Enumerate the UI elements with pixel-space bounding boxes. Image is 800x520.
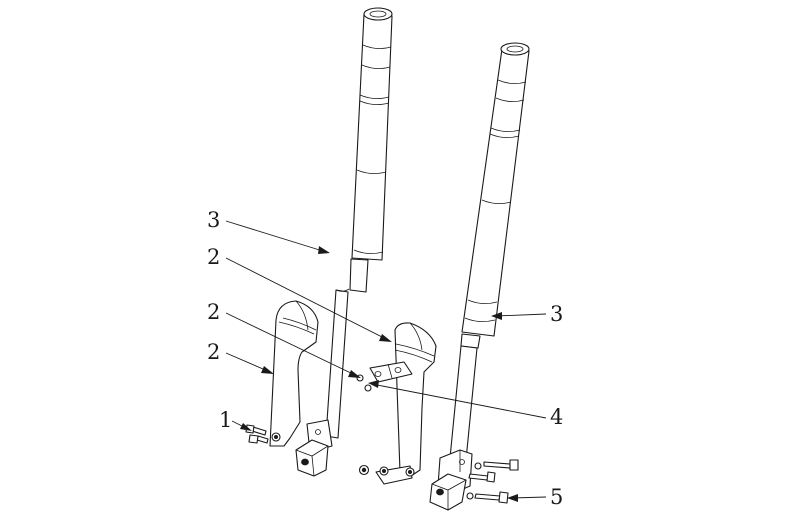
left-dropout [295,419,333,477]
right-bolt-middle [468,471,496,483]
right-small-nut [358,464,370,476]
callout-2-middle: 2 [207,300,220,324]
right-dropout [429,449,473,511]
left-lower-tube [325,258,369,439]
callout-leaders [225,220,547,502]
right-upper-tube [461,42,530,337]
right-bolt-lower [466,491,509,504]
callout-labels: 3 2 2 2 1 3 4 5 [207,208,563,509]
callout-2-top: 2 [207,245,220,269]
left-fork-leg [245,7,393,477]
callout-4: 4 [550,405,563,429]
right-fork-leg [356,42,530,511]
callout-1: 1 [219,408,232,432]
right-lower-tube [449,333,481,461]
callout-2-lower: 2 [207,340,220,364]
right-bolt-upper [474,459,519,471]
left-upper-tube [351,7,393,261]
left-bolt-pair [245,424,269,444]
callout-5: 5 [550,485,563,509]
callout-3-left: 3 [207,208,220,232]
left-fork-guard [269,300,319,447]
right-fork-guard [375,322,437,485]
callout-3-right: 3 [550,302,563,326]
